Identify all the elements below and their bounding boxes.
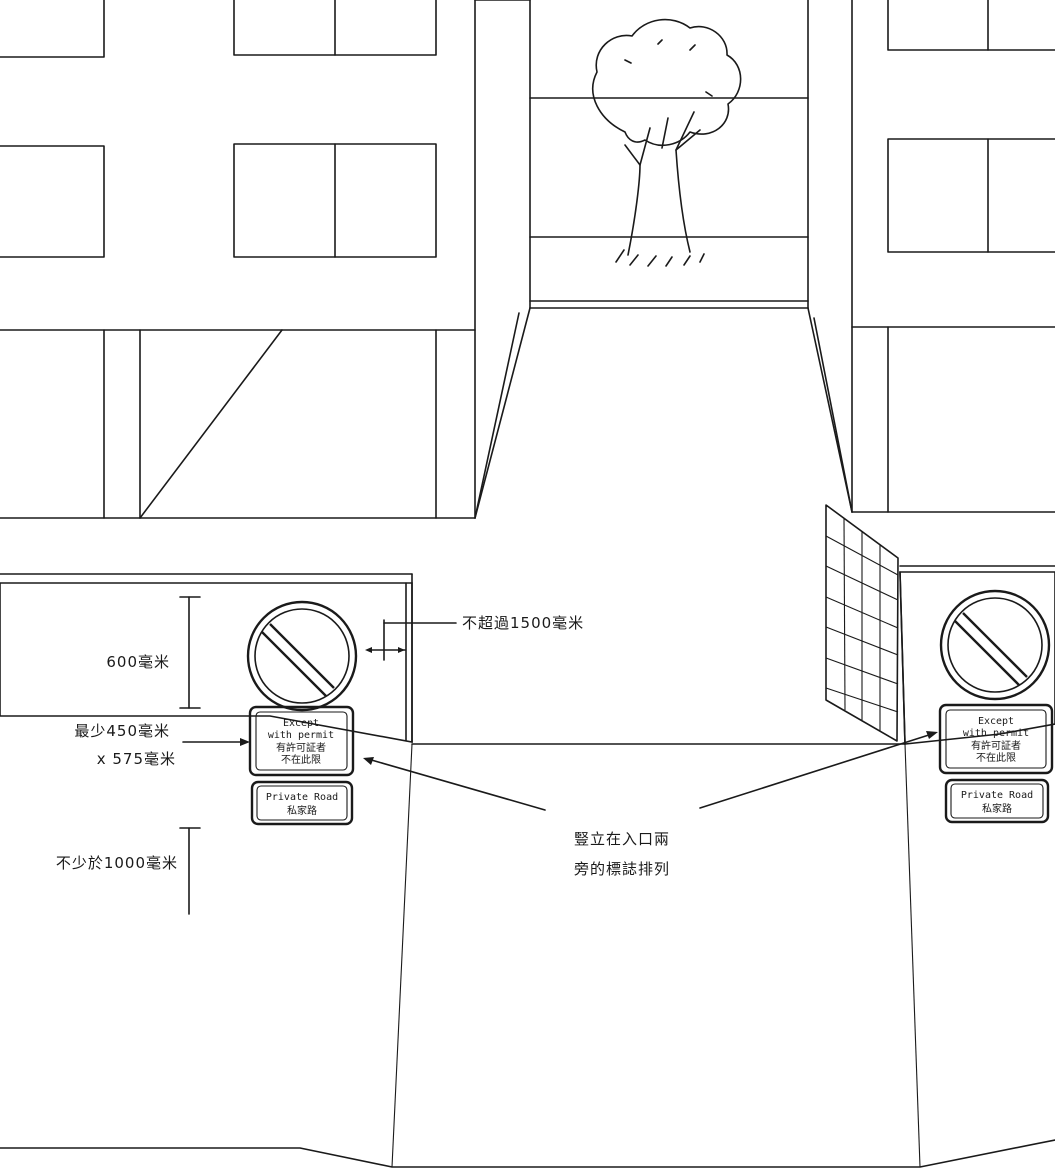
mount-height-label: 不少於1000毫米	[56, 854, 178, 872]
arrangement-label-line1: 豎立在入口兩	[574, 830, 670, 848]
left-plate-line1: Except	[283, 718, 319, 729]
right-plate-line2: with permit	[963, 728, 1029, 739]
left-sign: Except with permit 有許可証者 不在此限 Private Ro…	[246, 600, 358, 826]
right-sign: Except with permit 有許可証者 不在此限 Private Ro…	[938, 589, 1054, 824]
tree-icon	[592, 18, 742, 267]
right-plate-line4: 不在此限	[976, 751, 1016, 764]
grid-gate	[825, 504, 899, 742]
arrangement-leaders	[363, 731, 938, 811]
sign-height-label: 600毫米	[106, 653, 170, 671]
left-plate-line4: 不在此限	[281, 753, 321, 766]
left-road-line2: 私家路	[287, 804, 317, 817]
plate-min-width-label: 最少450毫米	[74, 722, 170, 740]
left-front-wall	[0, 573, 413, 743]
dimension-lines	[179, 596, 457, 915]
left-building	[0, 0, 476, 519]
no-entry-disc-icon	[246, 600, 358, 712]
right-road-line1: Private Road	[961, 790, 1033, 801]
left-passage-wall	[474, 0, 531, 519]
no-entry-disc-icon	[939, 589, 1051, 701]
plate-min-height-label: x 575毫米	[97, 750, 176, 768]
back-wall	[529, 97, 809, 309]
right-plate-line1: Except	[978, 716, 1014, 727]
right-road-line2: 私家路	[982, 802, 1012, 815]
left-road-line1: Private Road	[266, 792, 338, 803]
arrangement-label-line2: 旁的標誌排列	[574, 860, 670, 878]
left-plate-line3: 有許可証者	[276, 741, 326, 754]
right-passage-wall	[807, 0, 853, 513]
right-plate-line3: 有許可証者	[971, 739, 1021, 752]
max-offset-label: 不超過1500毫米	[462, 614, 584, 632]
road-ground	[0, 743, 1055, 1168]
left-plate-line2: with permit	[268, 730, 334, 741]
right-front-wall	[899, 565, 1055, 745]
right-building	[851, 0, 1055, 513]
